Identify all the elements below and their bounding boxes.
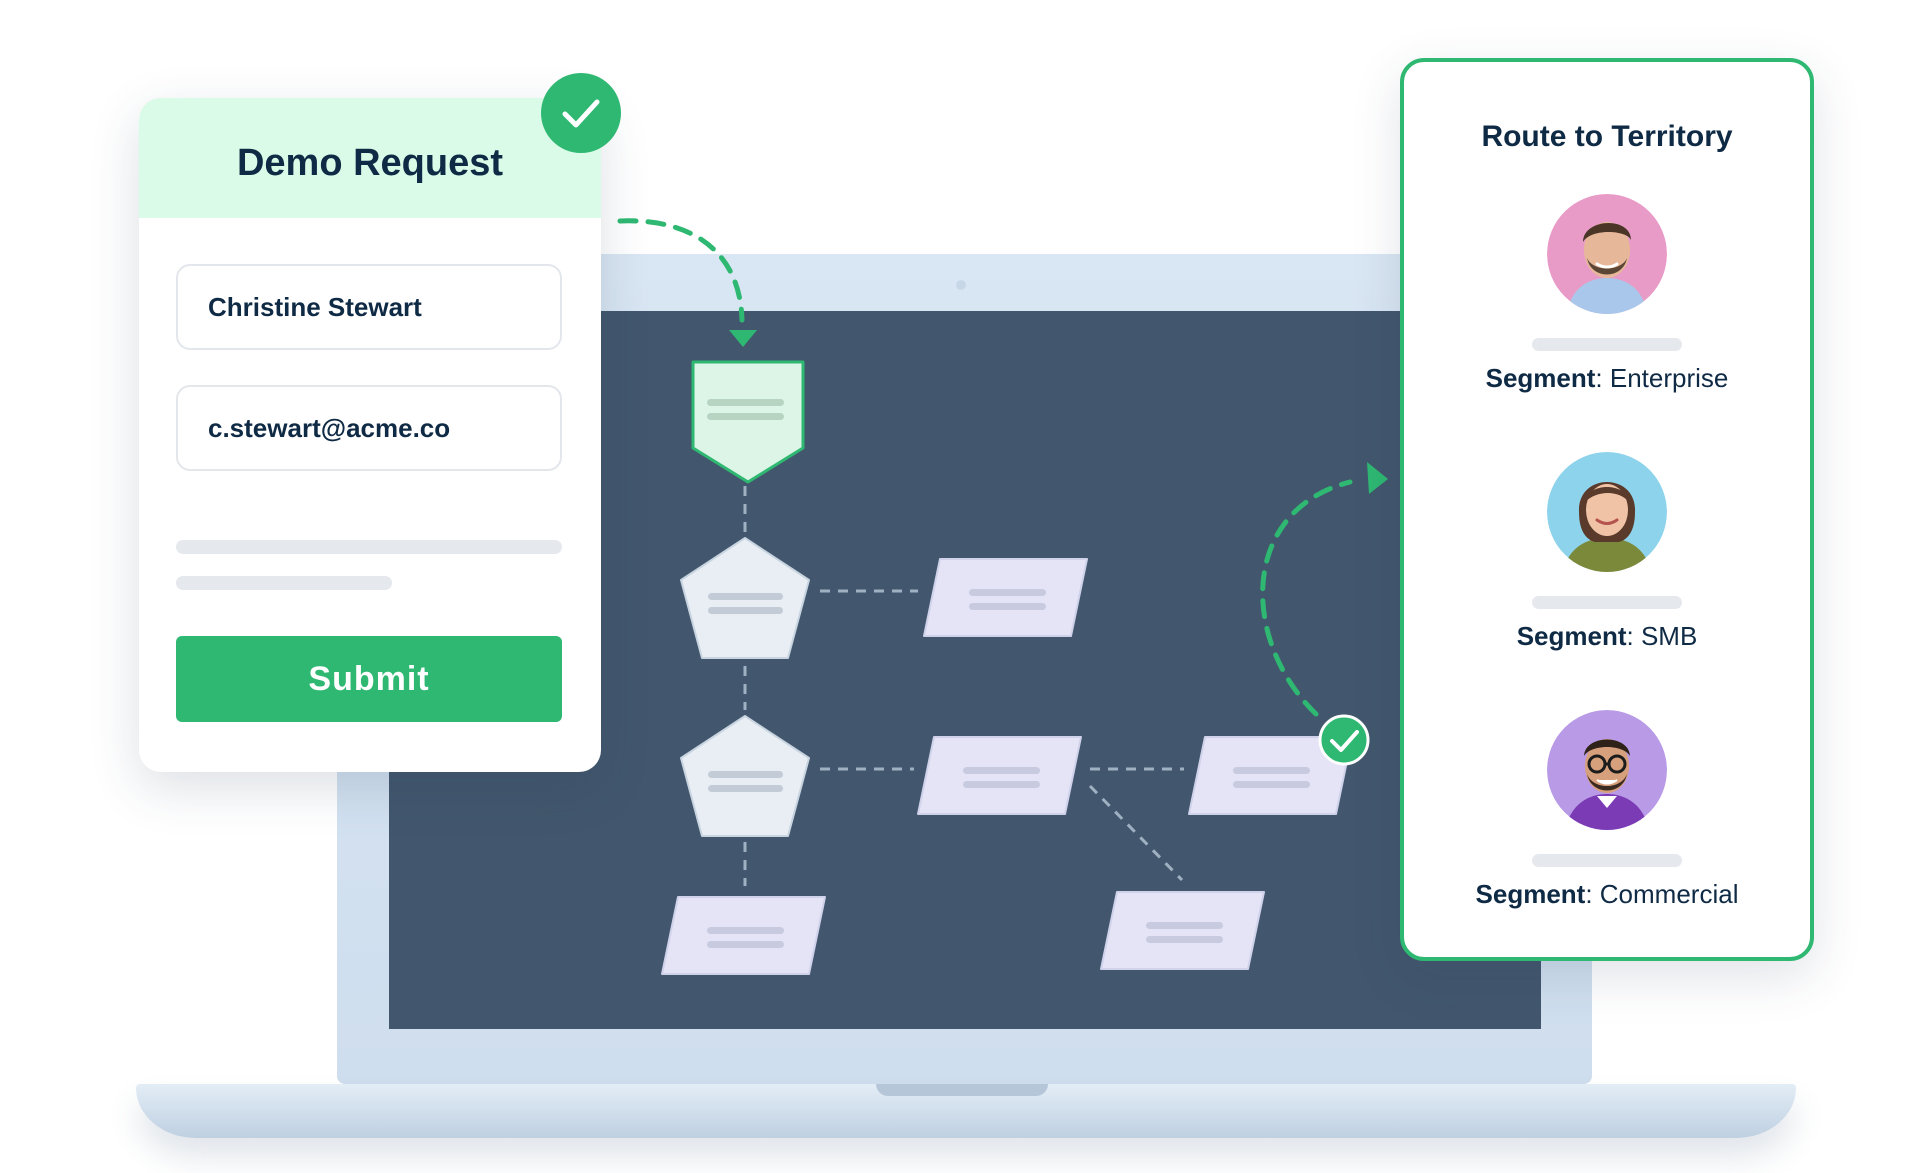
- avatar: [1547, 194, 1667, 314]
- laptop-notch: [876, 1084, 1048, 1096]
- segment-label-enterprise: Segment: Enterprise: [1485, 363, 1729, 393]
- node-text-line: [963, 781, 1040, 788]
- node-text-line: [708, 607, 783, 614]
- avatar-woman-icon: [1547, 452, 1667, 572]
- action-node: [923, 558, 1088, 637]
- action-node: [1100, 891, 1265, 970]
- node-text-line: [1146, 922, 1223, 929]
- avatar-man-glasses-icon: [1547, 710, 1667, 830]
- name-field[interactable]: [176, 264, 562, 350]
- node-text-line: [1146, 936, 1223, 943]
- placeholder-line: [1532, 854, 1682, 867]
- action-node: [1188, 736, 1353, 815]
- node-text-line: [969, 589, 1046, 596]
- rep-card-enterprise[interactable]: Segment: Enterprise: [1404, 194, 1810, 394]
- segment-label-smb: Segment: SMB: [1516, 621, 1698, 651]
- laptop-camera: [956, 280, 966, 290]
- rep-card-smb[interactable]: Segment: SMB: [1404, 452, 1810, 652]
- arrow-head-icon: [1367, 462, 1388, 494]
- flow-to-territory-arrow: [1260, 479, 1353, 717]
- check-icon: [1330, 730, 1359, 752]
- segment-value: Enterprise: [1609, 363, 1729, 393]
- placeholder-line: [176, 540, 562, 554]
- segment-value: SMB: [1640, 621, 1698, 651]
- node-text-line: [708, 771, 783, 778]
- placeholder-line: [1532, 596, 1682, 609]
- avatar: [1547, 710, 1667, 830]
- node-text-line: [707, 941, 784, 948]
- node-text-line: [969, 603, 1046, 610]
- start-node: [691, 360, 805, 484]
- node-text-line: [1233, 781, 1310, 788]
- node-text-line: [963, 767, 1040, 774]
- node-text-line: [708, 593, 783, 600]
- segment-value: Commercial: [1599, 879, 1739, 909]
- territory-card: Route to Territory Segment: Enterprise: [1400, 58, 1814, 961]
- placeholder-line: [176, 576, 392, 590]
- node-text-line: [707, 399, 784, 406]
- segment-key: Segment: [1485, 363, 1596, 393]
- node-text-line: [707, 413, 784, 420]
- connector-line: [1088, 784, 1184, 882]
- node-text-line: [707, 927, 784, 934]
- territory-title: Route to Territory: [1481, 120, 1733, 153]
- avatar-man-beard-icon: [1547, 194, 1667, 314]
- avatar: [1547, 452, 1667, 572]
- submit-button[interactable]: Submit: [176, 636, 562, 722]
- rep-card-commercial[interactable]: Segment: Commercial: [1404, 710, 1810, 910]
- success-badge: [541, 73, 621, 153]
- demo-request-header: Demo Request: [139, 98, 601, 218]
- segment-key: Segment: [1516, 621, 1627, 651]
- node-check-badge: [1318, 714, 1370, 766]
- segment-key: Segment: [1475, 879, 1586, 909]
- node-text-line: [708, 785, 783, 792]
- form-to-flow-arrow: [617, 218, 745, 323]
- action-node: [661, 896, 826, 975]
- email-field[interactable]: [176, 385, 562, 471]
- arrow-head-icon: [729, 330, 757, 347]
- demo-request-title: Demo Request: [236, 141, 504, 184]
- placeholder-line: [1532, 338, 1682, 351]
- demo-request-card: Demo Request Submit: [139, 98, 601, 772]
- segment-label-commercial: Segment: Commercial: [1475, 879, 1739, 909]
- check-icon: [562, 99, 600, 128]
- action-node: [917, 736, 1082, 815]
- node-text-line: [1233, 767, 1310, 774]
